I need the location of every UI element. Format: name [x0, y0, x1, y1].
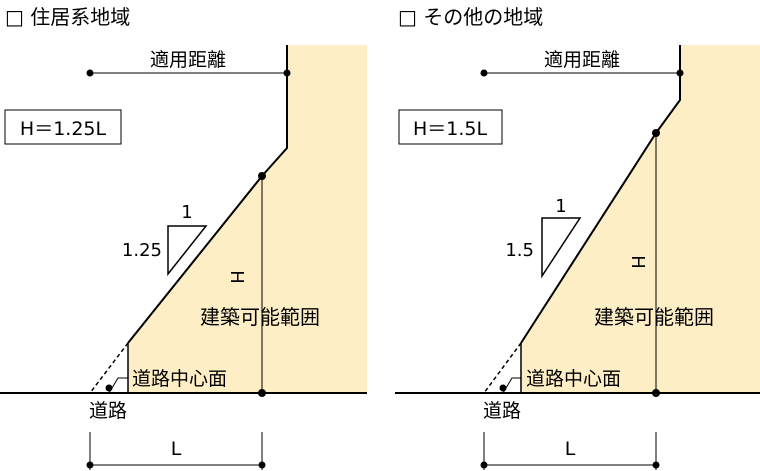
road-center-point: [499, 384, 507, 392]
formula-box: [398, 109, 503, 145]
distance-label: L: [565, 438, 576, 460]
height-label: H: [627, 255, 648, 269]
applied-distance-start-point: [86, 69, 94, 77]
slope-extension-dashed: [89, 342, 129, 394]
road-center-leader: [502, 377, 521, 394]
formula-box: [4, 109, 122, 145]
panel-residential: 適用距離 H＝1.25L 1 1.25 H 建築可能範囲 道路中心面 道路 L …: [0, 5, 367, 470]
applied-distance-label: 適用距離: [150, 49, 226, 71]
applied-distance-end-point: [283, 69, 291, 77]
road-label: 道路: [89, 400, 127, 422]
buildable-area-fill: [128, 45, 367, 393]
height-bottom-point: [652, 389, 660, 397]
applied-distance-label: 適用距離: [544, 49, 620, 71]
slope-rise-label: 1.5: [505, 240, 534, 261]
distance-end-point: [258, 461, 266, 469]
slope-run-label: 1: [555, 196, 566, 217]
road-label: 道路: [483, 400, 521, 422]
formula-text: H＝1.5L: [413, 118, 488, 140]
distance-label: L: [171, 438, 182, 460]
road-center-leader: [108, 377, 128, 394]
slope-rise-label: 1.25: [122, 240, 162, 261]
slope-triangle: [541, 217, 582, 279]
panel-other-areas: 適用距離 H＝1.5L 1 1.5 H 建築可能範囲 道路中心面 道路 L □ …: [395, 5, 760, 470]
formula-text: H＝1.25L: [20, 118, 107, 140]
road-center-point: [105, 384, 113, 392]
slope-extension-dashed: [483, 342, 522, 394]
distance-start-point: [86, 461, 94, 469]
distance-start-point: [480, 461, 488, 469]
road-center-label: 道路中心面: [526, 368, 621, 390]
panel-title: □ その他の地域: [398, 5, 543, 29]
buildable-area-fill: [521, 45, 760, 393]
buildable-area-label: 建築可能範囲: [594, 305, 714, 329]
slope-triangle: [167, 225, 208, 277]
distance-end-point: [652, 461, 660, 469]
panel-title: □ 住居系地域: [5, 5, 130, 29]
slope-run-label: 1: [181, 202, 192, 223]
height-label: H: [226, 270, 247, 284]
applied-distance-start-point: [480, 69, 488, 77]
setback-slope-line: [127, 45, 288, 344]
applied-distance-end-point: [676, 69, 684, 77]
height-top-point: [652, 129, 660, 137]
height-bottom-point: [258, 389, 266, 397]
height-top-point: [258, 172, 266, 180]
road-center-label: 道路中心面: [132, 368, 227, 390]
buildable-area-label: 建築可能範囲: [200, 305, 320, 329]
